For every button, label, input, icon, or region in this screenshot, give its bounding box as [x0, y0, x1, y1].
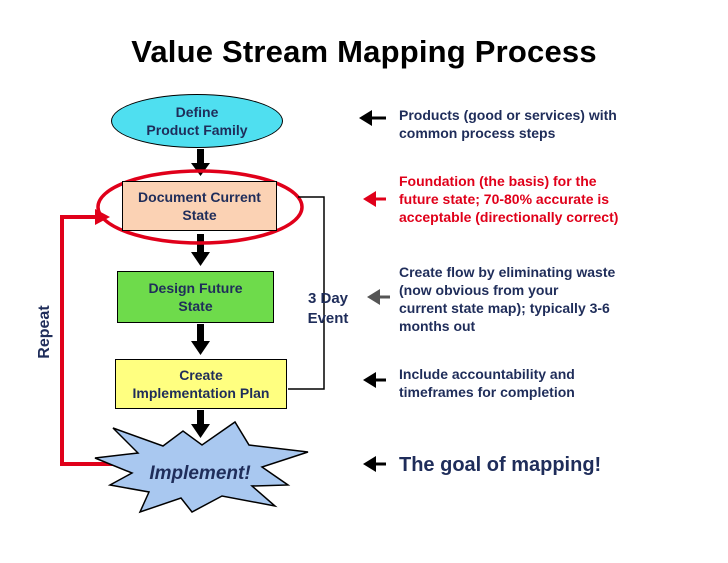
flow-arrow-current-to-future [191, 234, 210, 266]
note-foundation: Foundation (the basis) for the future st… [399, 173, 619, 225]
note-accountability: Include accountability and timeframes fo… [399, 366, 575, 400]
diagram-title: Value Stream Mapping Process [131, 34, 597, 69]
repeat-label: Repeat [36, 305, 53, 359]
flow-arrow-create-to-implement [191, 410, 210, 438]
highlight-ellipse [96, 169, 304, 245]
event-bracket [288, 196, 325, 390]
note-create-flow: Create flow by eliminating waste (now ob… [399, 264, 616, 334]
step-define-product-family: Define Product Family [111, 94, 283, 148]
note-products: Products (good or services) with common … [399, 107, 617, 141]
note-arrow-2 [363, 191, 386, 207]
step-create-implementation-plan: Create Implementation Plan [115, 359, 287, 409]
step-implement-label: Implement! [149, 463, 251, 484]
step-design-future-state: Design Future State [117, 271, 274, 323]
repeat-loop-arrow [60, 209, 130, 466]
flow-arrow-future-to-create [191, 324, 210, 355]
implement-starburst [94, 420, 309, 514]
step-document-current-state: Document Current State [122, 181, 277, 231]
note-goal: The goal of mapping! [399, 454, 602, 476]
note-arrow-3 [367, 289, 390, 305]
bracket-label: 3 Day Event [307, 290, 349, 327]
note-arrow-1 [359, 110, 386, 126]
note-arrow-4 [363, 372, 386, 388]
note-arrow-5 [363, 456, 386, 472]
